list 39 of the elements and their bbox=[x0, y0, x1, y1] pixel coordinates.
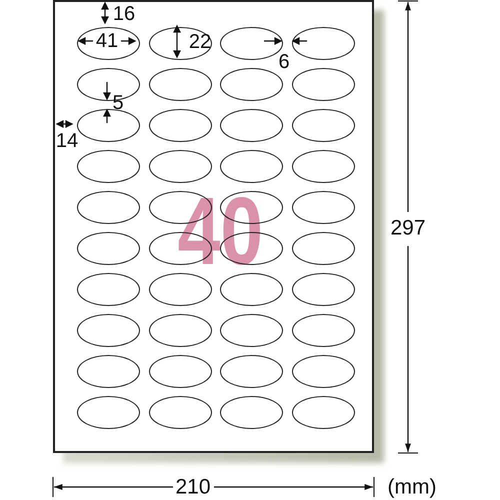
oval-label bbox=[220, 396, 283, 429]
dimension-label: 16 bbox=[112, 4, 136, 24]
oval-label bbox=[149, 150, 212, 183]
oval-label bbox=[77, 191, 140, 224]
oval-label bbox=[77, 273, 140, 306]
dimension-label: 22 bbox=[188, 32, 212, 52]
dimension-label: 210 bbox=[175, 476, 211, 498]
oval-label bbox=[292, 232, 355, 265]
dimension-label: 297 bbox=[390, 218, 426, 238]
oval-label bbox=[292, 314, 355, 347]
oval-label bbox=[220, 273, 283, 306]
oval-label bbox=[77, 232, 140, 265]
oval-label bbox=[77, 314, 140, 347]
label-sheet bbox=[53, 0, 374, 453]
oval-label bbox=[149, 355, 212, 388]
oval-label bbox=[149, 109, 212, 142]
oval-label bbox=[149, 396, 212, 429]
oval-label bbox=[220, 355, 283, 388]
oval-label bbox=[292, 273, 355, 306]
oval-label bbox=[220, 109, 283, 142]
oval-label bbox=[220, 314, 283, 347]
dimension-label: 14 bbox=[56, 131, 78, 151]
dimension-label: (mm) bbox=[388, 476, 436, 498]
oval-label bbox=[292, 109, 355, 142]
oval-label bbox=[220, 68, 283, 101]
oval-label bbox=[292, 68, 355, 101]
dimension-label: 6 bbox=[278, 52, 290, 72]
oval-label bbox=[149, 273, 212, 306]
oval-label bbox=[292, 150, 355, 183]
oval-label bbox=[149, 68, 212, 101]
oval-label bbox=[292, 355, 355, 388]
dimension-label: 41 bbox=[96, 31, 118, 51]
oval-label bbox=[220, 150, 283, 183]
oval-label bbox=[77, 150, 140, 183]
oval-label bbox=[292, 191, 355, 224]
oval-label bbox=[292, 396, 355, 429]
oval-label bbox=[77, 355, 140, 388]
oval-label bbox=[149, 314, 212, 347]
oval-label bbox=[77, 396, 140, 429]
